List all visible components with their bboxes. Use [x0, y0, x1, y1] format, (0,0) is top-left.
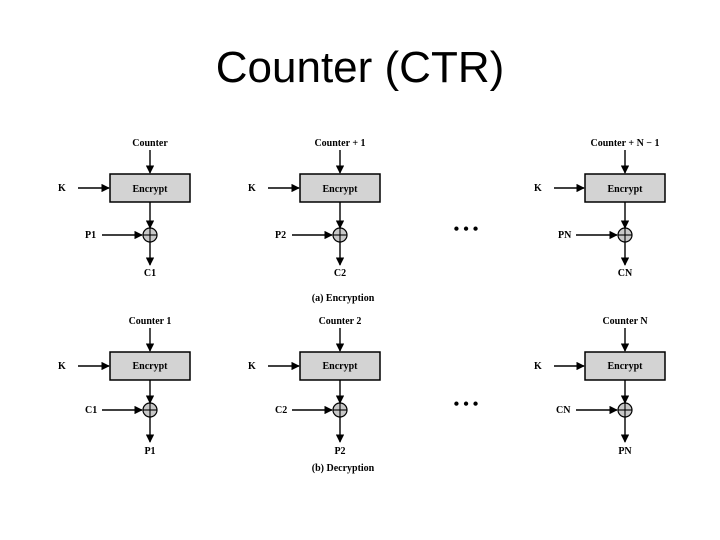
encrypt-box	[584, 173, 666, 203]
encrypt-box	[584, 351, 666, 381]
slide-title: Counter (CTR)	[215, 43, 505, 92]
xor-icon	[142, 402, 158, 418]
ellipsis: • • •	[454, 221, 479, 238]
decryption-section: Counter 1 Encrypt K C1 P1 Counter 2 Encr…	[58, 316, 666, 474]
encrypt-box	[299, 173, 381, 203]
section-caption: (b) Decryption	[312, 463, 375, 474]
key-label: K	[58, 183, 66, 194]
input-label: P1	[85, 230, 96, 241]
encrypt-label: Encrypt	[133, 184, 169, 195]
encrypt-label: Encrypt	[323, 361, 359, 372]
decryption-block-n: Counter N Encrypt K CN PN	[534, 316, 666, 457]
input-label: CN	[556, 405, 571, 416]
output-label: P2	[334, 446, 345, 457]
encrypt-box	[299, 351, 381, 381]
encrypt-box	[109, 351, 191, 381]
key-label: K	[534, 361, 542, 372]
input-label: P2	[275, 230, 286, 241]
counter-label: Counter N	[602, 316, 648, 327]
xor-icon	[332, 402, 348, 418]
output-label: CN	[618, 268, 633, 279]
encrypt-label: Encrypt	[133, 361, 169, 372]
decryption-block-2: Counter 2 Encrypt K C2 P2	[248, 316, 381, 457]
section-caption: (a) Encryption	[312, 293, 375, 304]
output-label: C2	[334, 268, 346, 279]
input-label: C2	[275, 405, 287, 416]
key-label: K	[248, 183, 256, 194]
key-label: K	[248, 361, 256, 372]
output-label: P1	[144, 446, 155, 457]
xor-icon	[617, 402, 633, 418]
xor-icon	[332, 227, 348, 243]
input-label: PN	[558, 230, 572, 241]
ellipsis: • • •	[454, 396, 479, 413]
encryption-block-n: Counter + N − 1 Encrypt K PN CN	[534, 138, 666, 279]
counter-label: Counter 2	[319, 316, 362, 327]
key-label: K	[58, 361, 66, 372]
counter-label: Counter 1	[129, 316, 172, 327]
encryption-block-2: Counter + 1 Encrypt K P2 C2	[248, 138, 381, 279]
decryption-block-1: Counter 1 Encrypt K C1 P1	[58, 316, 191, 457]
encrypt-label: Encrypt	[323, 184, 359, 195]
encrypt-box	[109, 173, 191, 203]
xor-icon	[142, 227, 158, 243]
encryption-section: Counter Encrypt K P1 C1 Counter + 1 Encr…	[58, 138, 666, 304]
key-label: K	[534, 183, 542, 194]
output-label: PN	[618, 446, 632, 457]
input-label: C1	[85, 405, 97, 416]
xor-icon	[617, 227, 633, 243]
counter-label: Counter	[132, 138, 168, 149]
encryption-block-1: Counter Encrypt K P1 C1	[58, 138, 191, 279]
encrypt-label: Encrypt	[608, 184, 644, 195]
counter-label: Counter + 1	[314, 138, 365, 149]
output-label: C1	[144, 268, 156, 279]
counter-label: Counter + N − 1	[591, 138, 660, 149]
encrypt-label: Encrypt	[608, 361, 644, 372]
